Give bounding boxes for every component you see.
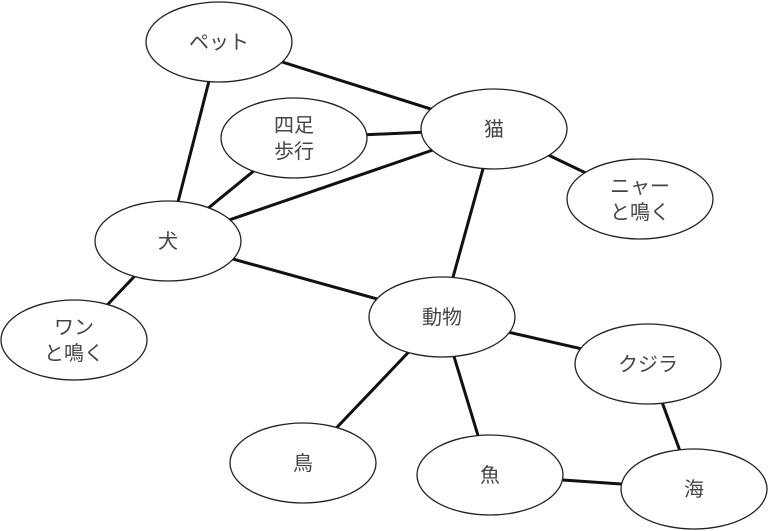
node-ellipse [566, 158, 714, 240]
node-label: と鳴く [610, 200, 670, 224]
node-ellipse [229, 422, 377, 504]
node-cat: 猫 [420, 88, 568, 170]
node-ellipse [145, 1, 293, 83]
node-sea: 海 [620, 448, 768, 530]
node-label: 海 [684, 477, 704, 501]
node-label: ペット [189, 30, 249, 54]
node-ellipse [94, 200, 242, 282]
node-ellipse [368, 276, 516, 358]
node-label: 四足 [274, 113, 314, 137]
node-label: クジラ [618, 352, 678, 376]
node-label: 魚 [480, 463, 500, 487]
node-ellipse [620, 448, 768, 530]
node-label: 犬 [158, 229, 178, 253]
node-label: と鳴く [44, 341, 104, 365]
node-animal: 動物 [368, 276, 516, 358]
node-ellipse [220, 97, 368, 179]
node-label: 猫 [484, 117, 504, 141]
node-dog: 犬 [94, 200, 242, 282]
node-ellipse [574, 323, 722, 405]
node-fish: 魚 [416, 434, 564, 516]
node-label: ニャー [610, 174, 670, 198]
node-ellipse [0, 299, 148, 381]
node-ellipse [416, 434, 564, 516]
node-label: ワン [54, 315, 94, 339]
node-label: 動物 [422, 305, 462, 329]
node-ellipse [420, 88, 568, 170]
node-bird: 鳥 [229, 422, 377, 504]
node-label: 鳥 [293, 451, 313, 475]
node-label: 歩行 [274, 139, 314, 163]
node-whale: クジラ [574, 323, 722, 405]
node-pet: ペット [145, 1, 293, 83]
